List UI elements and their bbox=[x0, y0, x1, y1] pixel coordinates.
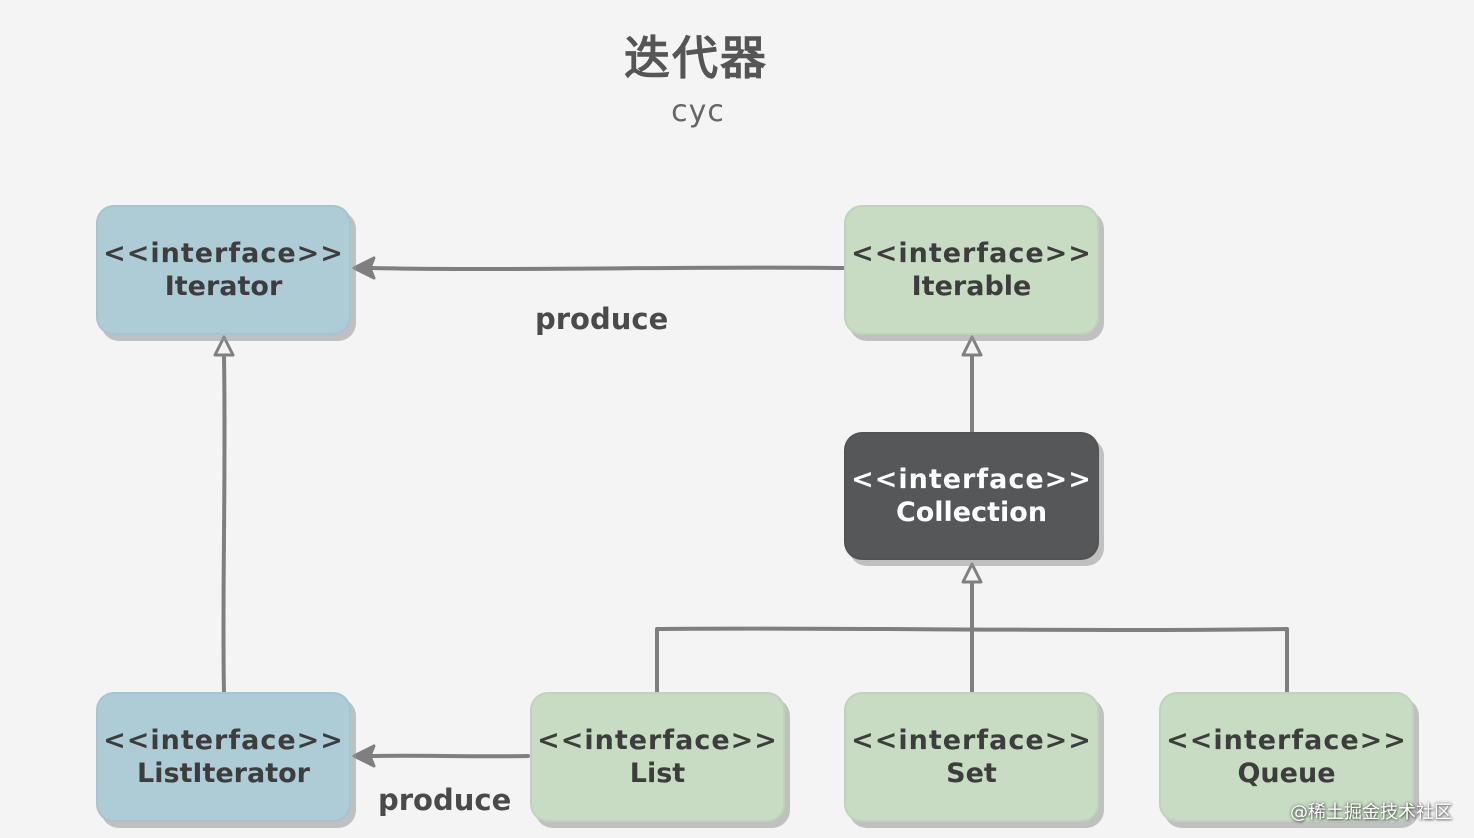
arrowhead-iterable-extends bbox=[961, 335, 983, 357]
node-iterable-stereotype: <<interface>> bbox=[851, 238, 1092, 269]
arrowhead-collection-extends bbox=[961, 562, 983, 584]
node-iterator: <<interface>> Iterator bbox=[96, 205, 351, 335]
node-listiterator: <<interface>> ListIterator bbox=[96, 692, 351, 822]
node-queue: <<interface>> Queue bbox=[1159, 692, 1414, 822]
edge-label-iterable-produce: produce bbox=[535, 302, 669, 336]
arrowhead-iterator-produce bbox=[352, 256, 376, 280]
node-iterator-name: Iterator bbox=[164, 271, 283, 302]
node-queue-stereotype: <<interface>> bbox=[1166, 725, 1407, 756]
node-listiterator-name: ListIterator bbox=[136, 758, 310, 789]
node-queue-name: Queue bbox=[1237, 758, 1336, 789]
node-list-stereotype: <<interface>> bbox=[537, 725, 778, 756]
edge-label-list-produce: produce bbox=[378, 783, 512, 817]
node-iterable: <<interface>> Iterable bbox=[844, 205, 1099, 335]
arrowhead-listiterator-produce bbox=[352, 744, 376, 768]
node-set: <<interface>> Set bbox=[844, 692, 1099, 822]
node-collection: <<interface>> Collection bbox=[844, 432, 1099, 560]
edge-children-bus bbox=[655, 626, 1289, 694]
node-set-name: Set bbox=[946, 758, 997, 789]
node-collection-name: Collection bbox=[895, 497, 1048, 528]
edge-listiterator-extends-iterator bbox=[221, 355, 227, 694]
node-listiterator-stereotype: <<interface>> bbox=[103, 725, 344, 756]
diagram-title: 迭代器 bbox=[624, 31, 768, 85]
arrowhead-iterator-extends bbox=[213, 335, 235, 357]
node-set-stereotype: <<interface>> bbox=[851, 725, 1092, 756]
node-iterator-stereotype: <<interface>> bbox=[103, 238, 344, 269]
watermark: @稀土掘金技术社区 bbox=[1290, 802, 1452, 823]
diagram-subtitle: cyc bbox=[671, 94, 725, 129]
edge-iterable-produces-iterator bbox=[368, 265, 845, 271]
node-list-name: List bbox=[629, 758, 686, 789]
node-list: <<interface>> List bbox=[530, 692, 785, 822]
node-collection-stereotype: <<interface>> bbox=[851, 464, 1092, 495]
node-iterable-name: Iterable bbox=[911, 271, 1032, 302]
edge-list-produces-listiterator bbox=[368, 753, 530, 759]
